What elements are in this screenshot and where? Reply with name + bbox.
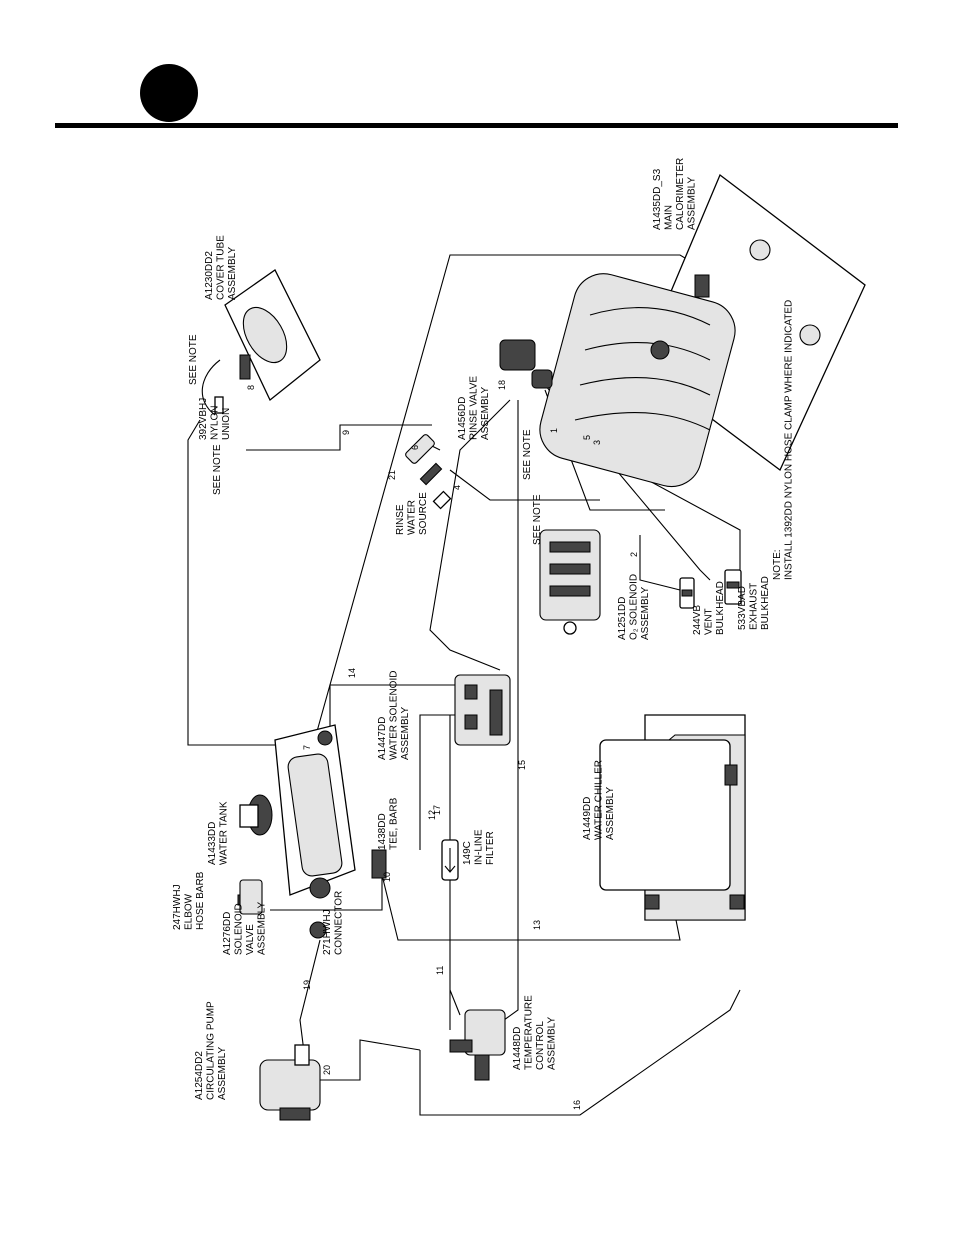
line-13 (381, 874, 681, 941)
label-water-solenoid: A1447DDWATER SOLENOIDASSEMBLY (377, 671, 411, 760)
num-4: 4 (452, 485, 462, 490)
in-line-filter (441, 839, 459, 881)
num-15: 15 (517, 760, 527, 770)
tee-barb (371, 849, 387, 879)
num-9: 9 (341, 430, 351, 435)
temperature-control-assembly (449, 989, 506, 1081)
rinse-valve-assembly (405, 434, 452, 510)
label-water-tank: A1433DDWATER TANK (207, 801, 230, 865)
num-11: 11 (435, 966, 445, 975)
label-tee-barb: 1438DDTEE, BARB (377, 797, 400, 850)
line-20 (310, 1039, 421, 1081)
num-13: 13 (532, 920, 542, 930)
line-18 (429, 399, 511, 671)
num-20: 20 (322, 1065, 332, 1075)
num-2: 2 (629, 552, 639, 557)
label-main-calorimeter: A1435DD_S3MAINCALORIMETERASSEMBLY (652, 158, 698, 230)
num-7: 7 (302, 745, 312, 750)
num-1: 1 (549, 428, 559, 433)
cover-tube-assembly (201, 269, 321, 416)
num-6: 6 (410, 445, 420, 450)
logo-text: Parr (149, 83, 190, 105)
label-vent-bulkhead: 244VBVENTBULKHEAD (692, 581, 726, 635)
vent-bulkhead (679, 577, 695, 609)
num-17: 17 (432, 805, 442, 815)
label-o2-solenoid: A1251DDO₂ SOLENOIDASSEMBLY (617, 574, 651, 640)
num-10: 10 (382, 872, 392, 882)
header-rule (55, 123, 898, 128)
labels: A1230DD2COVER TUBEASSEMBLY SEE NOTE 392V… (172, 158, 795, 1100)
label-rinse-valve: A1456DDRINSE VALVEASSEMBLY (457, 376, 491, 440)
line-16 (419, 989, 741, 1116)
num-19: 19 (302, 980, 312, 990)
label-connector: 271HWHJCONNECTOR (322, 891, 345, 955)
solenoid-valve-assembly (239, 879, 263, 915)
label-rinse-source: RINSEWATERSOURCE (395, 492, 429, 535)
parr-logo: Parr (138, 62, 200, 124)
num-14: 14 (347, 668, 357, 678)
label-see-note-1: SEE NOTE (188, 334, 199, 385)
line-7 (187, 419, 316, 746)
num-3: 3 (592, 440, 602, 445)
line-9 (246, 424, 432, 451)
exhaust-bulkhead (724, 569, 742, 605)
connector (309, 921, 327, 939)
line-14 (329, 684, 500, 730)
label-inline-filter: 149CIN-LINEFILTER (462, 829, 496, 865)
num-8: 8 (246, 385, 256, 390)
label-see-note-2: SEE NOTE (212, 444, 223, 495)
label-nylon-union: 392VBHJNYLONUNION (198, 398, 232, 440)
line-2 (639, 535, 681, 591)
num-16: 16 (572, 1100, 582, 1110)
water-chiller-assembly (599, 714, 746, 921)
o2-solenoid-assembly (539, 529, 601, 635)
label-see-note-3: SEE NOTE (522, 429, 533, 480)
label-elbow: 247HWHJELBOWHOSE BARB (172, 871, 206, 930)
label-see-note-4: SEE NOTE (532, 494, 543, 545)
nylon-union (214, 396, 224, 414)
num-21: 21 (387, 470, 397, 480)
label-water-chiller: A1449DDWATER CHILLERASSEMBLY (582, 760, 616, 840)
num-5: 5 (582, 435, 592, 440)
water-solenoid-assembly (454, 674, 511, 746)
label-circulating-pump: A1254DD2CIRCULATING PUMPASSEMBLY (194, 1001, 228, 1100)
line-19 (299, 939, 321, 1061)
line-4 (449, 469, 600, 501)
line-numbers: 1 2 3 4 5 6 7 8 9 10 11 12 13 14 15 16 1… (246, 380, 639, 1110)
num-12: 12 (427, 810, 437, 820)
num-18: 18 (497, 380, 507, 390)
label-exhaust-bulkhead: 533VBADEXHAUSTBULKHEAD (737, 576, 771, 630)
plumbing-diagram: A1230DD2COVER TUBEASSEMBLY SEE NOTE 392V… (120, 150, 880, 1150)
label-temperature-control: A1448DDTEMPERATURECONTROLASSEMBLY (512, 995, 558, 1070)
circulating-pump-assembly (259, 1044, 321, 1121)
label-cover-tube: A1230DD2COVER TUBEASSEMBLY (204, 235, 238, 300)
main-calorimeter-assembly (499, 173, 866, 488)
label-note: NOTE:INSTALL 1392DD NYLON HOSE CLAMP WHE… (772, 300, 795, 580)
label-solenoid-valve: A1276DDSOLENOIDVALVEASSEMBLY (222, 902, 268, 955)
water-tank (239, 724, 356, 899)
